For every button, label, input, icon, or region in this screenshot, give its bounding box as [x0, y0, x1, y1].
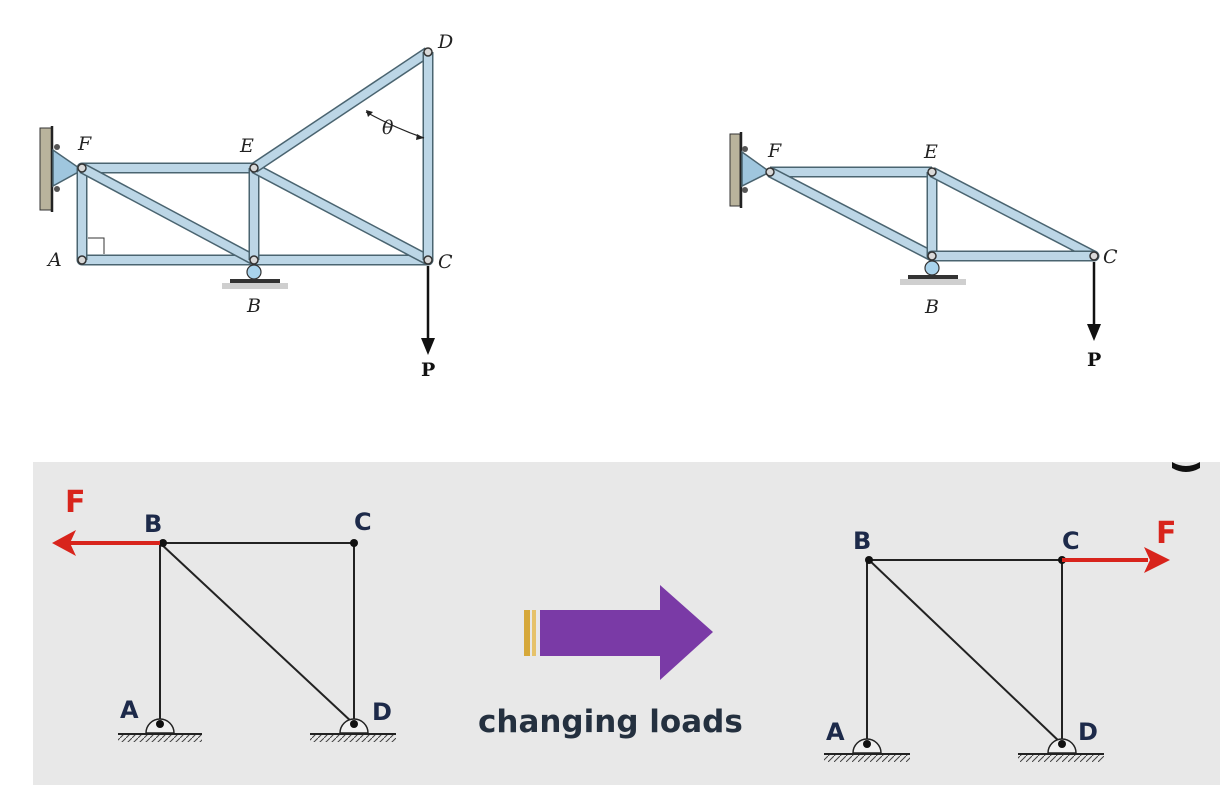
label-P2: P: [1087, 349, 1101, 371]
label-B: B: [246, 295, 261, 317]
truss-1-members: [76, 47, 434, 266]
transition-arrow: changing loads: [478, 585, 743, 740]
label-F-right: F: [1156, 516, 1177, 551]
pin-bracket-F: [52, 148, 84, 188]
roller-support-B: [222, 264, 288, 289]
pin-support-A-right: [824, 738, 910, 762]
label-B2: B: [924, 296, 939, 318]
label-C: C: [438, 251, 453, 273]
label-A-left: A: [120, 696, 139, 724]
label-theta: θ: [382, 117, 394, 139]
purple-arrow-icon: [540, 585, 713, 680]
label-F: F: [77, 133, 92, 155]
label-E2: E: [923, 141, 938, 163]
angle-arc: [365, 111, 425, 139]
label-P: P: [421, 359, 435, 381]
pin-support-A-left: [118, 718, 202, 742]
label-B-right: B: [853, 527, 871, 555]
roller-support-B2: [900, 260, 966, 285]
label-C2: C: [1103, 246, 1118, 268]
label-F2: F: [767, 140, 782, 162]
pin-bracket-F2: [741, 150, 772, 188]
label-D-left: D: [372, 698, 392, 726]
label-E: E: [239, 135, 254, 157]
wall-support: [39, 127, 53, 211]
truss-1: F E D A C B θ P: [39, 31, 453, 381]
pin-support-D-left: [310, 718, 396, 742]
truss-2: F E C B P: [729, 132, 1118, 371]
label-D-right: D: [1078, 718, 1098, 746]
label-B-left: B: [144, 510, 162, 538]
frame-right: F B C A D: [824, 516, 1177, 762]
pin-support-D-right: [1018, 738, 1104, 762]
label-A: A: [46, 249, 62, 271]
label-D: D: [437, 31, 453, 53]
truss-2-members: [767, 166, 1100, 262]
frame-left: F B C A D: [52, 485, 396, 742]
label-F-left: F: [65, 485, 86, 520]
caption-changing-loads: changing loads: [478, 704, 743, 740]
label-A-right: A: [826, 718, 845, 746]
label-C-left: C: [354, 508, 372, 536]
label-C-right: C: [1062, 527, 1080, 555]
